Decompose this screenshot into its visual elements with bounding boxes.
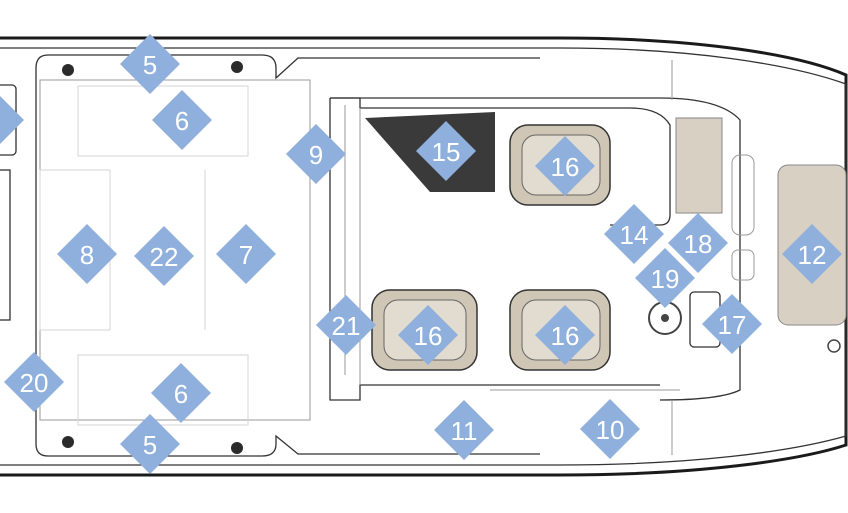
callout-label: 22 <box>150 242 179 272</box>
callout-diamond <box>4 352 64 412</box>
callout-m8: 8 <box>57 224 117 284</box>
callout-diamond <box>535 305 595 365</box>
callout-diamond <box>316 295 376 355</box>
callout-m17: 17 <box>702 294 762 354</box>
bow-handle <box>731 154 755 236</box>
callout-label: 5 <box>143 430 157 460</box>
callout-diamond <box>535 136 595 196</box>
callout-diamond <box>702 294 762 354</box>
callout-m10: 10 <box>580 399 640 459</box>
callout-label: 17 <box>718 310 747 340</box>
callout-m5-bottom: 5 <box>120 414 180 474</box>
callout-diamond <box>604 204 664 264</box>
windshield <box>330 97 741 401</box>
callout-m-edge <box>0 96 24 144</box>
callout-m18: 18 <box>668 213 728 273</box>
callout-label: 11 <box>451 416 478 446</box>
callout-label: 16 <box>551 152 580 182</box>
callout-label: 9 <box>309 140 323 170</box>
callout-label: 6 <box>174 379 188 409</box>
callout-m20: 20 <box>4 352 64 412</box>
side-cushion <box>675 117 723 214</box>
callout-m16-top: 16 <box>535 136 595 196</box>
callout-diamond <box>286 124 346 184</box>
callout-m12: 12 <box>782 224 842 284</box>
callout-m15: 15 <box>416 121 476 181</box>
callout-diamond <box>216 224 276 284</box>
callout-diamond <box>57 224 117 284</box>
callout-label: 6 <box>175 106 189 136</box>
callout-diamond <box>120 414 180 474</box>
callout-m6-bottom: 6 <box>151 363 211 423</box>
cleat-top-left <box>62 64 74 76</box>
aft-bench-bottom <box>77 354 249 426</box>
callout-m5-top: 5 <box>120 34 180 94</box>
callout-diamond <box>782 224 842 284</box>
callout-m11: 11 <box>434 400 494 460</box>
callout-label: 21 <box>332 311 361 341</box>
bow-drain <box>827 339 841 353</box>
callout-label: 15 <box>432 137 461 167</box>
callout-m7: 7 <box>216 224 276 284</box>
callout-label: 19 <box>651 264 680 294</box>
callout-label: 12 <box>798 240 827 270</box>
callout-label: 16 <box>414 321 443 351</box>
callout-diamond <box>134 226 194 286</box>
swim-platform-step <box>0 169 11 321</box>
callout-label: 16 <box>551 321 580 351</box>
callout-m22: 22 <box>134 226 194 286</box>
callout-label: 20 <box>20 368 49 398</box>
hull-outline <box>0 36 848 477</box>
callout-diamond <box>0 96 24 144</box>
steering-hub <box>661 314 669 322</box>
callout-label: 18 <box>684 229 713 259</box>
callout-diamond <box>580 399 640 459</box>
callout-m16-left: 16 <box>398 305 458 365</box>
callout-label: 5 <box>143 50 157 80</box>
callout-m21: 21 <box>316 295 376 355</box>
callout-label: 7 <box>239 240 253 270</box>
callout-label: 14 <box>620 220 649 250</box>
callout-label: 8 <box>80 240 94 270</box>
cleat-bottom-left <box>62 436 74 448</box>
callout-diamond <box>434 400 494 460</box>
callout-diamond <box>152 90 212 150</box>
callout-label: 10 <box>596 415 625 445</box>
callout-diamond <box>151 363 211 423</box>
callout-diamond <box>120 34 180 94</box>
callout-diamond <box>398 305 458 365</box>
callout-diamond <box>416 121 476 181</box>
console-outline <box>329 97 671 401</box>
callout-m6-top: 6 <box>152 90 212 150</box>
callout-diamond <box>668 213 728 273</box>
callout-m19: 19 <box>635 248 695 308</box>
aft-bench-top <box>77 85 249 157</box>
callout-m16-right: 16 <box>535 305 595 365</box>
bow-hatch <box>731 249 755 281</box>
cleat-top-right <box>231 61 243 73</box>
cleat-bottom-right <box>231 442 243 454</box>
callout-diamond <box>635 248 695 308</box>
aft-cockpit-outline <box>35 54 540 457</box>
callout-m14: 14 <box>604 204 664 264</box>
callout-m9: 9 <box>286 124 346 184</box>
